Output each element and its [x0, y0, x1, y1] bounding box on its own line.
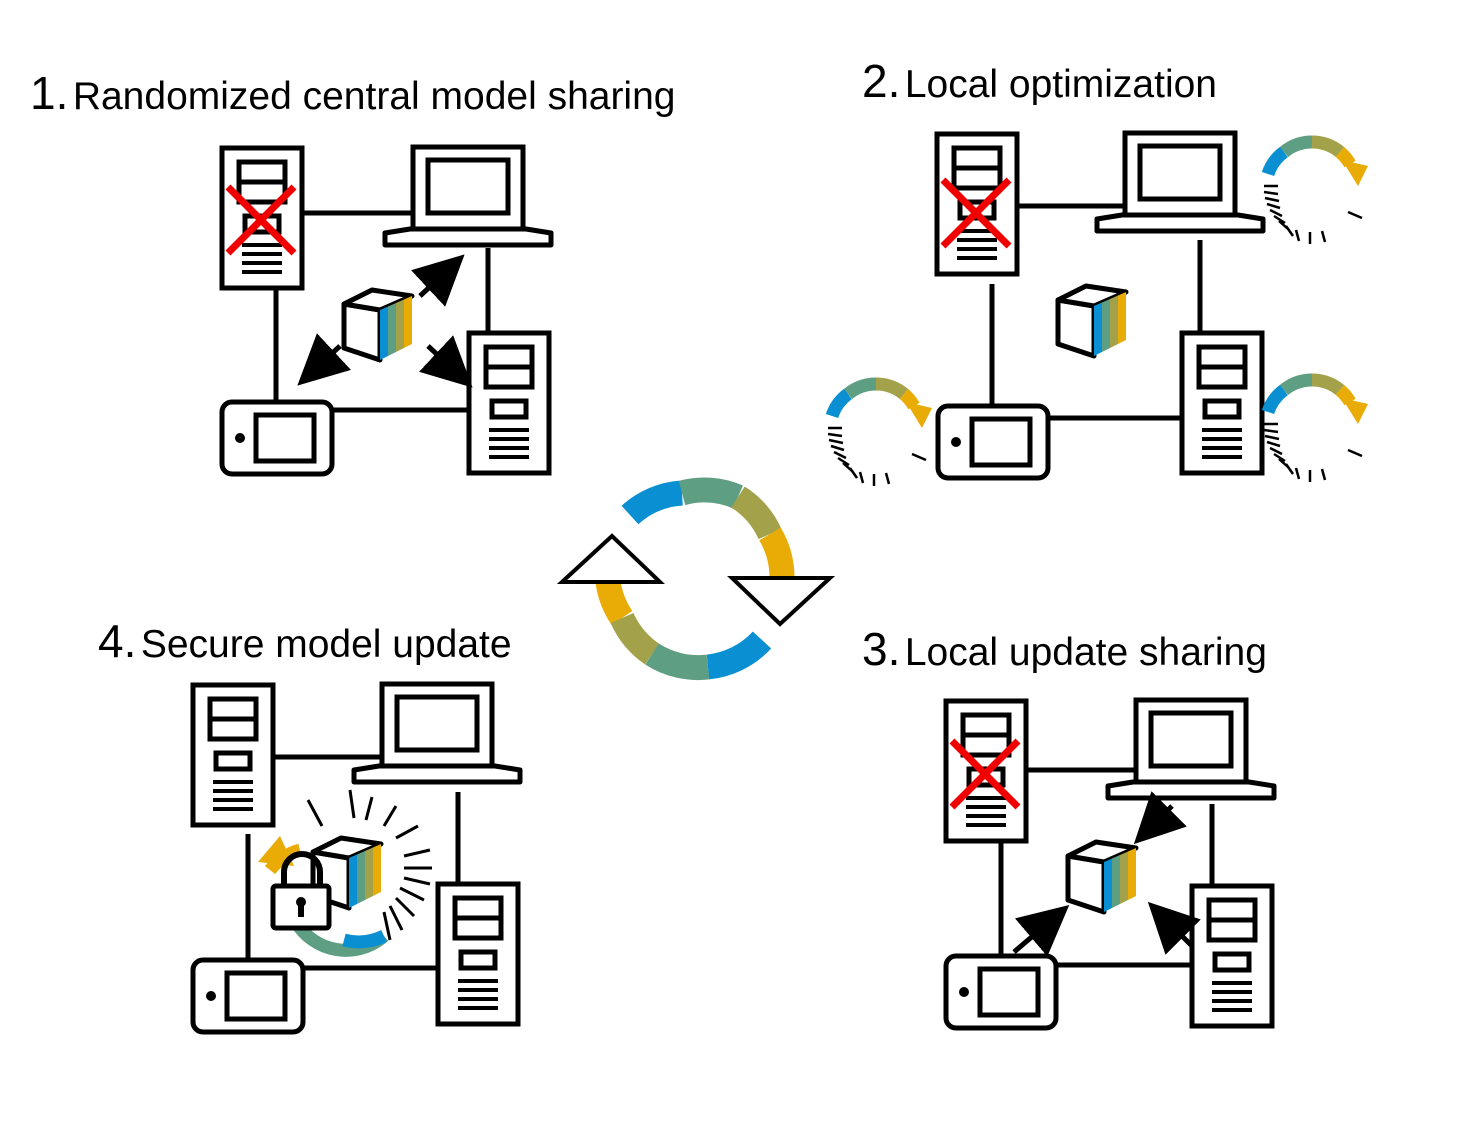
step-2-number: 2.	[862, 55, 901, 107]
step-1-number: 1.	[30, 67, 69, 119]
refresh-cycle-icon	[556, 477, 836, 681]
tablet-icon	[946, 956, 1056, 1028]
step-1-title: Randomized central model sharing	[72, 75, 676, 118]
laptop-icon	[385, 147, 551, 245]
panel-1	[222, 147, 551, 474]
progress-spinner-icon	[828, 384, 932, 486]
distribution-arrows	[297, 254, 473, 388]
server-icon	[469, 333, 549, 473]
glow-rays	[306, 789, 432, 941]
panel-4	[193, 684, 520, 1032]
network-links	[989, 203, 1203, 421]
network-links	[245, 754, 461, 971]
server-icon	[1182, 333, 1262, 473]
upload-arrows	[1012, 791, 1201, 957]
step-4-number: 4.	[98, 615, 137, 667]
panel-3	[946, 700, 1274, 1028]
step-2-label: 2. Local optimization	[862, 54, 1217, 108]
server-icon	[438, 884, 518, 1024]
lock-icon	[270, 851, 332, 931]
tablet-icon	[222, 402, 332, 474]
step-3-title: Local update sharing	[904, 631, 1267, 674]
step-3-number: 3.	[862, 623, 901, 675]
tablet-icon	[193, 960, 303, 1032]
model-cube-icon	[1068, 842, 1136, 912]
step-1-label: 1. Randomized central model sharing	[30, 66, 675, 120]
network-links	[998, 767, 1215, 968]
step-2-title: Local optimization	[904, 63, 1217, 106]
laptop-icon	[1097, 133, 1263, 231]
tablet-icon	[938, 406, 1048, 478]
model-cube-icon	[344, 290, 412, 360]
step-4-title: Secure model update	[140, 623, 512, 666]
step-4-label: 4. Secure model update	[98, 614, 512, 668]
server-icon	[1192, 886, 1272, 1026]
step-3-label: 3. Local update sharing	[862, 622, 1267, 676]
server-icon	[937, 134, 1017, 274]
model-cube-icon	[1058, 286, 1126, 356]
progress-spinner-icon	[1264, 142, 1368, 244]
laptop-icon	[1108, 700, 1274, 798]
laptop-icon	[354, 684, 520, 782]
progress-spinner-icon	[1264, 380, 1368, 482]
panel-2	[828, 133, 1368, 486]
server-icon	[193, 685, 273, 825]
